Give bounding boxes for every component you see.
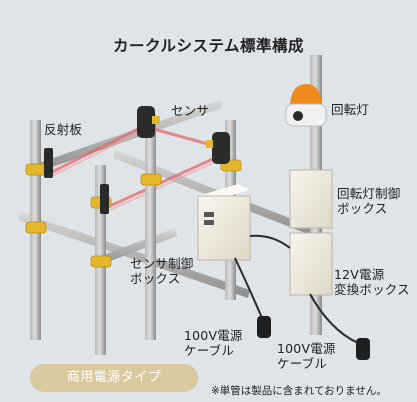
vertical-pipes bbox=[30, 55, 322, 355]
clamp bbox=[25, 221, 47, 234]
pipe-h3 bbox=[18, 212, 250, 298]
label-psu-12v-box-line2: 変換ボックス bbox=[334, 282, 410, 297]
rotating-light bbox=[285, 84, 327, 127]
beam-1 bbox=[51, 126, 141, 174]
clamp bbox=[140, 173, 162, 186]
cable-b bbox=[309, 293, 359, 344]
beacon-dome bbox=[290, 84, 322, 104]
sensor-icon bbox=[137, 106, 155, 138]
label-cable-100v-a-line1: 100V電源 bbox=[184, 328, 243, 343]
label-cable-100v-b-line1: 100V電源 bbox=[277, 341, 336, 356]
label-rotating-light-control-box-line1: 回転灯制御 bbox=[337, 186, 401, 201]
beam-5 bbox=[109, 161, 216, 211]
sensor-beams bbox=[51, 126, 216, 211]
clamp bbox=[25, 163, 47, 176]
label-sensor-control-box-line1: センサ制御 bbox=[130, 256, 194, 271]
sensor-icon bbox=[212, 132, 230, 164]
label-cable-100v-a-line2: ケーブル bbox=[184, 343, 235, 358]
pipe-h4 bbox=[95, 228, 177, 266]
plugs bbox=[257, 316, 370, 360]
diagram-title: カークルシステム標準構成 bbox=[112, 37, 305, 55]
reflectors bbox=[44, 148, 109, 214]
label-sensor-control-box-line2: ボックス bbox=[130, 271, 181, 286]
control-boxes bbox=[197, 169, 333, 296]
beam-3 bbox=[149, 126, 216, 148]
pipe-h1 bbox=[30, 100, 222, 174]
psu-12v-box bbox=[289, 232, 333, 296]
label-psu-12v-box-line1: 12V電源 bbox=[334, 267, 385, 282]
power-cables bbox=[234, 234, 359, 344]
sensor-control-box bbox=[197, 184, 251, 261]
beam-4 bbox=[109, 156, 216, 208]
label-rotating-light-control-box-line2: ボックス bbox=[337, 201, 388, 216]
cable-box-link bbox=[249, 234, 291, 249]
cable-a bbox=[234, 257, 263, 319]
label-cable-100v-b-line2: ケーブル bbox=[277, 356, 328, 371]
reflector-icon bbox=[44, 148, 53, 178]
reflector-icon bbox=[100, 184, 109, 214]
beacon-base bbox=[285, 103, 327, 127]
pipe-v3 bbox=[145, 115, 156, 340]
label-reflector: 反射板 bbox=[44, 122, 83, 137]
beacon-lens bbox=[293, 111, 303, 121]
sensors bbox=[137, 106, 230, 164]
commercial-power-badge: 商用電源タイプ bbox=[30, 364, 198, 392]
label-sensor: センサ bbox=[171, 103, 210, 118]
clamp bbox=[90, 255, 112, 268]
rotating-light-control-box bbox=[289, 169, 333, 229]
beam-2 bbox=[51, 131, 141, 177]
label-rotating-light: 回転灯 bbox=[331, 102, 370, 117]
plug-icon bbox=[257, 316, 271, 338]
plug-icon bbox=[356, 338, 370, 360]
footnote: ※単管は製品に含まれておりません。 bbox=[211, 385, 387, 397]
